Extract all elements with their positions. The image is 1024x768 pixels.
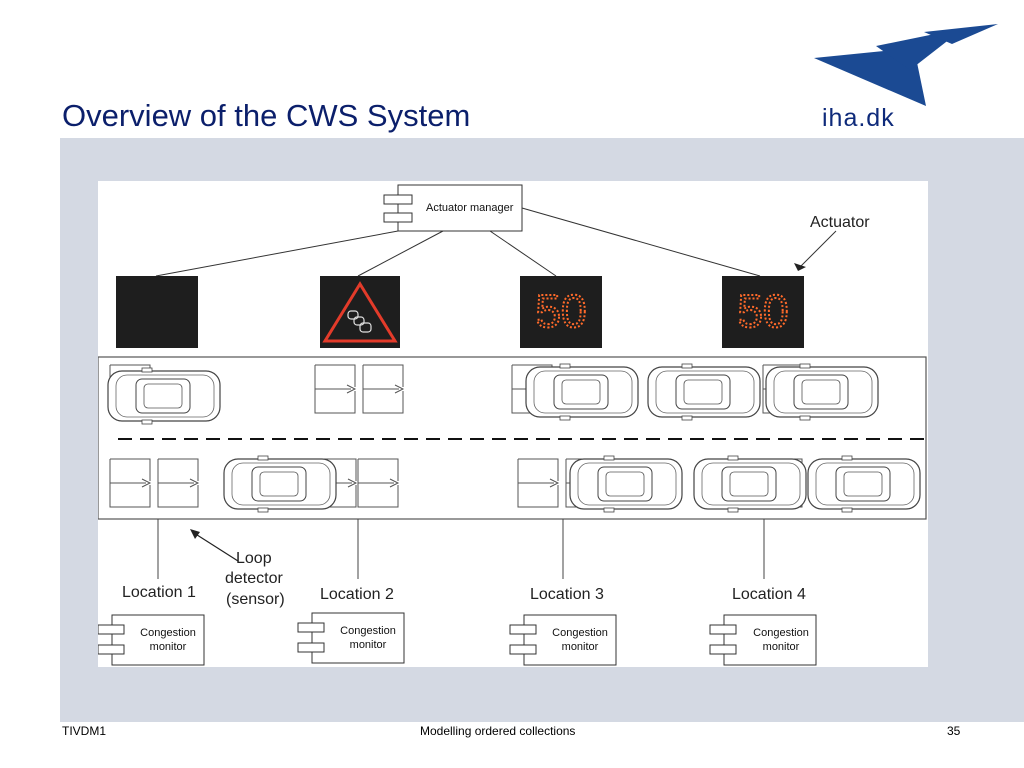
svg-text:Congestion: Congestion (140, 627, 196, 639)
footer-topic: Modelling ordered collections (420, 724, 576, 738)
road (97, 356, 927, 520)
loop-detector-icon (314, 364, 356, 414)
car-icon (107, 367, 221, 425)
actuator-manager: Actuator manager (383, 184, 523, 232)
congestion-monitor-4: Congestion monitor (709, 614, 817, 666)
location-2-label: Location 2 (320, 586, 394, 603)
footer-page-number: 35 (947, 724, 961, 738)
actuator-arrow-icon (794, 263, 806, 271)
sign-congestion-warning (320, 276, 400, 348)
loop-detector-icon (362, 364, 404, 414)
sign-speed-50-b: 50 (722, 276, 804, 348)
logo-text: iha.dk (822, 104, 895, 132)
speed-value: 50 (737, 285, 788, 337)
car-icon (525, 363, 639, 421)
congestion-monitor-1: Congestion monitor (97, 614, 205, 666)
cws-diagram-svg: Actuator manager Actuator 50 (97, 184, 927, 666)
loop-detector-line-2: detector (225, 570, 283, 587)
svg-text:monitor: monitor (763, 641, 800, 653)
cws-diagram: Actuator manager Actuator 50 (97, 181, 928, 667)
loop-detector-icon (109, 458, 151, 508)
car-icon (807, 455, 921, 513)
svg-text:monitor: monitor (562, 641, 599, 653)
sign-speed-50-a: 50 (520, 276, 602, 348)
location-3-label: Location 3 (530, 586, 604, 603)
actuator-manager-label: Actuator manager (426, 202, 514, 214)
loop-detector-icon (357, 458, 399, 508)
svg-text:monitor: monitor (150, 641, 187, 653)
car-icon (693, 455, 807, 513)
congestion-monitor-3: Congestion monitor (509, 614, 617, 666)
svg-text:Congestion: Congestion (753, 627, 809, 639)
car-icon (223, 455, 337, 513)
loop-detector-line-1: Loop (236, 550, 272, 567)
loop-detector-icon (157, 458, 199, 508)
location-links (157, 519, 765, 579)
loop-detector-line-3: (sensor) (226, 591, 285, 608)
location-1-label: Location 1 (122, 584, 196, 601)
speed-value: 50 (535, 285, 586, 337)
footer-course: TIVDM1 (62, 724, 107, 738)
sign-blank (116, 276, 198, 348)
svg-text:monitor: monitor (350, 639, 387, 651)
iha-logo-icon (814, 24, 998, 106)
loop-detector-arrow-icon (190, 529, 200, 539)
svg-text:Congestion: Congestion (340, 625, 396, 637)
svg-text:Congestion: Congestion (552, 627, 608, 639)
car-icon (765, 363, 879, 421)
actuator-label: Actuator (810, 214, 870, 231)
queue-cars-icon (347, 310, 372, 333)
car-icon (647, 363, 761, 421)
congestion-monitor-2: Congestion monitor (297, 612, 405, 664)
manager-links (155, 207, 837, 277)
loop-detector-icon (517, 458, 559, 508)
slide-title: Overview of the CWS System (62, 98, 471, 133)
car-icon (569, 455, 683, 513)
location-4-label: Location 4 (732, 586, 806, 603)
